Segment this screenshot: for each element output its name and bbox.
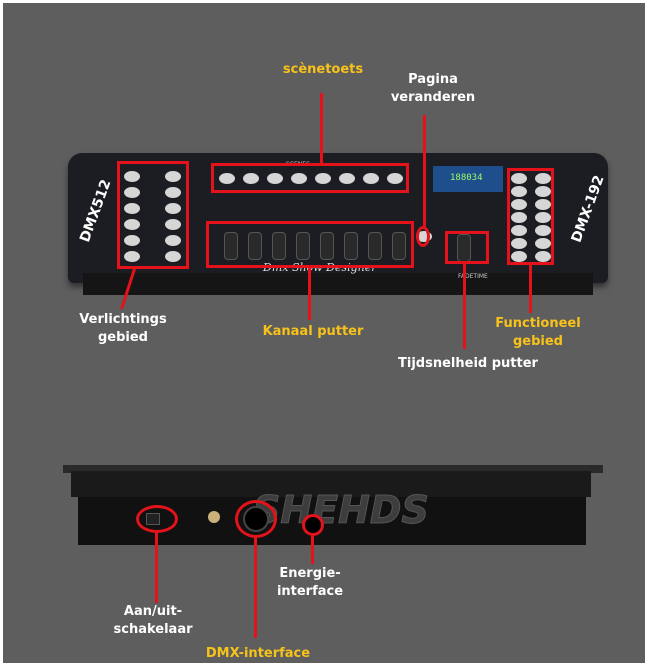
dmx-interface-marker [235,500,277,538]
fixture-button[interactable] [165,171,181,182]
function-button[interactable] [511,199,527,210]
scene-button[interactable] [219,173,235,184]
channel-fader[interactable] [393,233,405,259]
channel-fader[interactable] [345,233,357,259]
fixture-button[interactable] [124,171,140,182]
label-function-area: Functioneel gebied [495,316,581,349]
scene-button[interactable] [363,173,379,184]
label-channel-fader: Kanaal putter [262,324,364,339]
pointer-line [155,533,158,603]
pointer-line [311,536,314,564]
fixture-button[interactable] [165,235,181,246]
speed-fader[interactable] [458,235,470,261]
fixture-button[interactable] [165,203,181,214]
function-button[interactable] [535,173,551,184]
channel-fader[interactable] [225,233,237,259]
label-scene-keys: scènetoets [282,62,364,77]
display-panel [433,166,503,192]
scene-button[interactable] [267,173,283,184]
function-button[interactable] [535,238,551,249]
product-diagram: DMX512 DMX-192 188034 SCENES Dmx Show De… [3,3,645,663]
lighting-area-box [117,161,189,269]
channel-fader[interactable] [249,233,261,259]
fixture-button[interactable] [124,219,140,230]
function-area-box [507,168,554,265]
channel-fader-box [206,221,414,268]
controller-back-top [63,465,603,473]
fixture-button[interactable] [165,251,181,262]
function-button[interactable] [535,186,551,197]
function-button[interactable] [535,251,551,262]
label-page-change: Pagina veranderen [390,72,476,105]
fixture-button[interactable] [124,251,140,262]
led-display: 188034 [450,173,483,183]
label-dmx-interface: DMX-interface [205,646,311,661]
power-interface-marker [302,514,324,536]
fixture-button[interactable] [165,219,181,230]
channel-fader[interactable] [297,233,309,259]
function-button[interactable] [511,251,527,262]
pointer-line [423,115,426,227]
channel-fader[interactable] [369,233,381,259]
pointer-line [463,263,466,349]
scene-button[interactable] [315,173,331,184]
speed-fader-box [445,231,489,264]
fixture-button[interactable] [124,203,140,214]
function-button[interactable] [511,212,527,223]
function-button[interactable] [511,186,527,197]
scene-button[interactable] [387,173,403,184]
pointer-line [529,265,532,313]
label-lighting-area: Verlichtings gebied [79,312,167,345]
pointer-line [320,93,323,163]
scene-keys-box [211,163,409,193]
fixture-button[interactable] [124,235,140,246]
label-power-switch: Aan/uit-schakelaar [113,604,193,637]
function-button[interactable] [511,238,527,249]
pointer-line [254,538,257,638]
fuse-holder [208,511,220,523]
channel-fader[interactable] [273,233,285,259]
function-button[interactable] [511,225,527,236]
scene-button[interactable] [243,173,259,184]
label-speed-fader: Tijdsnelheid putter [398,356,538,371]
function-button[interactable] [535,212,551,223]
function-button[interactable] [511,173,527,184]
controller-base [83,273,593,295]
function-button[interactable] [535,199,551,210]
controller-back [71,471,591,497]
channel-fader[interactable] [321,233,333,259]
function-button[interactable] [535,225,551,236]
power-switch-marker [136,505,178,533]
scene-button[interactable] [291,173,307,184]
pointer-line [308,268,311,320]
fixture-button[interactable] [165,187,181,198]
watermark: SHEHDS [253,488,430,533]
label-power-interface: Energie-interface [276,566,344,599]
scene-button[interactable] [339,173,355,184]
fadetime-label: FADETIME [458,273,488,280]
page-button-marker [416,226,430,247]
fixture-button[interactable] [124,187,140,198]
